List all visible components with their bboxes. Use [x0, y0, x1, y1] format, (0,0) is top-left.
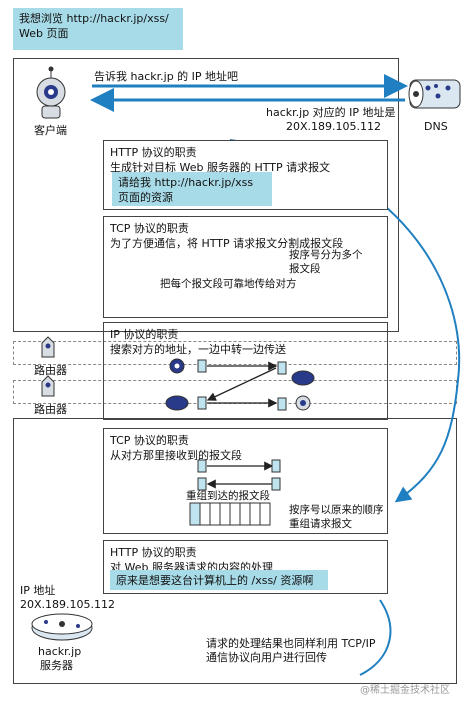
tcp-server-box: TCP 协议的职责 从对方那里接收到的报文段 [103, 428, 388, 534]
tcp-server-desc: 从对方那里接收到的报文段 [110, 449, 242, 462]
ip-box: IP 协议的职责 搜索对方的地址，一边中转一边传送 [103, 322, 388, 420]
watermark: @稀土掘金技术社区 [360, 685, 450, 696]
router-label-2: 路由器 [34, 403, 67, 416]
router-row-1 [13, 341, 457, 365]
tcp-split-line-1: 按序号分为多个 [289, 249, 363, 261]
http-client-title: HTTP 协议的职责 [110, 146, 197, 159]
tcp-receive-arrows [197, 459, 281, 491]
server-ip-label: IP 地址 [20, 584, 56, 597]
tcp-deliver-text: 把每个报文段可靠地传给对方 [160, 278, 297, 290]
ip-desc: 搜索对方的地址，一边中转一边传送 [110, 343, 286, 356]
ip-route-arrows [197, 359, 287, 411]
http-client-desc: 生成针对目标 Web 服务器的 HTTP 请求报文 [110, 161, 331, 174]
router-label-1: 路由器 [34, 364, 67, 377]
tcp-client-title: TCP 协议的职责 [110, 222, 189, 235]
client-robot-icon [36, 66, 66, 119]
server-name-line-1: hackr.jp [38, 645, 82, 658]
dns-response-line-2: 20X.189.105.112 [286, 120, 382, 133]
return-note-line-2: 通信协议向用户进行回传 [206, 651, 327, 664]
tcp-reassembled-segments [189, 502, 271, 526]
client-label: 客户端 [34, 124, 67, 137]
http-server-title: HTTP 协议的职责 [110, 546, 197, 559]
return-note-line-1: 请求的处理结果也同样利用 TCP/IP [206, 637, 376, 650]
server-disk-icon [31, 613, 93, 641]
ip-robot-icons [165, 358, 315, 411]
tcp-order-line-1: 按序号以原来的顺序 [289, 504, 384, 516]
ip-title: IP 协议的职责 [110, 328, 179, 341]
tcp-client-box: TCP 协议的职责 为了方便通信，将 HTTP 请求报文分割成报文段 [103, 216, 388, 318]
dns-request-text: 告诉我 hackr.jp 的 IP 地址吧 [94, 70, 239, 83]
tcp-client-desc: 为了方便通信，将 HTTP 请求报文分割成报文段 [110, 237, 344, 250]
server-name-line-2: 服务器 [40, 659, 73, 672]
http-server-note: 原来是想要这台计算机上的 /xss/ 资源啊 [110, 570, 328, 590]
tcp-reassemble-text: 重组到达的报文段 [186, 490, 270, 502]
speech-line-1: 我想浏览 [19, 12, 63, 25]
http-client-note: 请给我 http://hackr.jp/xss 页面的资源 [112, 172, 272, 206]
speech-line-2: http://hackr.jp/xss/ Web 页面 [19, 12, 169, 40]
tcp-server-title: TCP 协议的职责 [110, 434, 189, 447]
speech-bubble: 我想浏览 http://hackr.jp/xss/ Web 页面 [13, 8, 183, 50]
return-curve [359, 599, 392, 676]
dns-label: DNS [424, 120, 448, 133]
http-client-note-line-2: 页面的资源 [118, 191, 173, 204]
http-client-note-line-1: 请给我 http://hackr.jp/xss [118, 176, 254, 189]
server-ip-value: 20X.189.105.112 [20, 598, 116, 611]
tcp-split-line-2: 报文段 [289, 263, 321, 275]
http-server-note-text: 原来是想要这台计算机上的 /xss/ 资源啊 [116, 574, 314, 587]
dns-server-icon [408, 79, 461, 109]
router-icons [41, 336, 55, 397]
dns-response-line-1: hackr.jp 对应的 IP 地址是 [266, 106, 396, 119]
tcp-order-line-2: 重组请求报文 [289, 518, 352, 530]
